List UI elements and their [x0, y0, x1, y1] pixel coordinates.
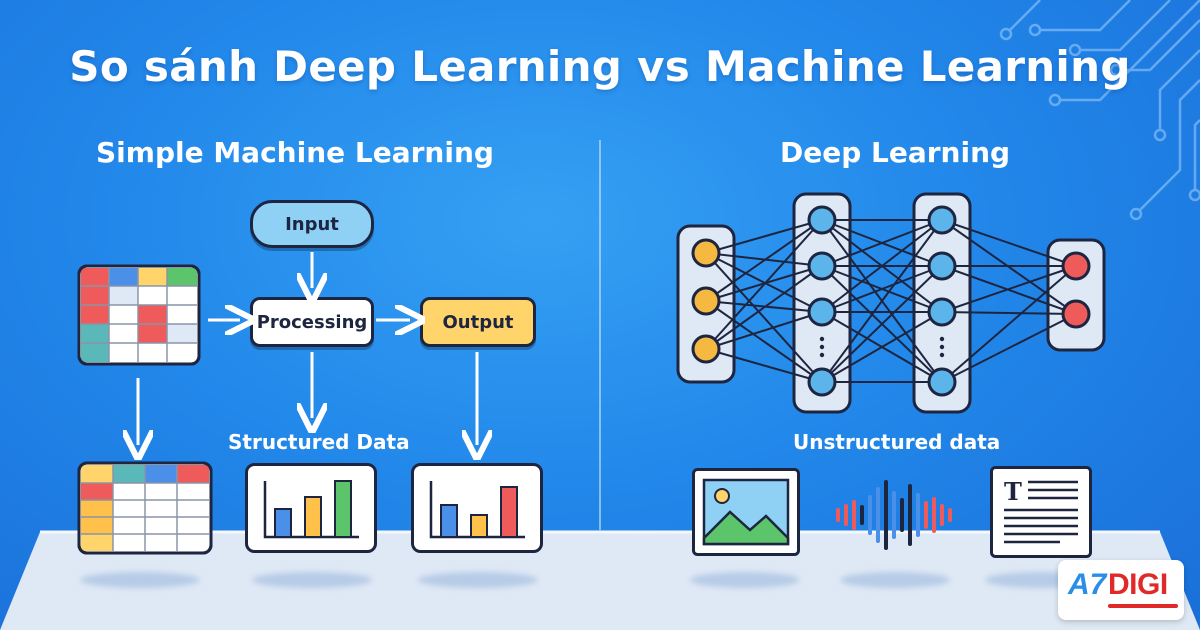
nn-connection — [821, 219, 943, 313]
shadow — [418, 572, 538, 588]
nn-connection — [705, 348, 823, 383]
wave-bar — [892, 491, 896, 539]
nn-node — [927, 205, 957, 235]
nn-connection — [705, 219, 823, 254]
wave-bar — [908, 484, 912, 546]
nn-connection — [705, 300, 823, 383]
nn-node — [691, 238, 721, 268]
section-divider — [599, 140, 601, 530]
nn-ellipsis-dot — [939, 352, 945, 358]
nn-connection — [821, 311, 943, 383]
nn-connection — [941, 265, 1077, 313]
nn-node — [691, 286, 721, 316]
structured-table-icon — [77, 461, 213, 555]
nn-node — [807, 205, 837, 235]
nn-connection — [705, 311, 823, 350]
wave-bar — [932, 497, 936, 533]
wave-bar — [916, 493, 920, 537]
text-document-icon: T — [990, 466, 1092, 558]
text-doc-glyph: T — [1004, 477, 1022, 506]
dl-heading: Deep Learning — [780, 136, 1011, 169]
nn-ellipsis-dot — [819, 336, 825, 342]
logo-mark: A7 — [1068, 568, 1107, 601]
nn-ellipsis-dot — [819, 344, 825, 350]
nn-connection — [705, 219, 823, 302]
bar-chart-icon — [245, 463, 377, 553]
page-title: So sánh Deep Learning vs Machine Learnin… — [69, 42, 1131, 91]
structured-data-caption: Structured Data — [228, 430, 410, 454]
logo-tagline — [1108, 604, 1178, 608]
wave-bar — [836, 508, 840, 522]
wave-bar — [868, 495, 872, 535]
nn-node — [927, 367, 957, 397]
processing-node: Processing — [250, 297, 374, 347]
shadow — [690, 572, 800, 588]
nn-connection — [941, 265, 1077, 383]
wave-bar — [884, 480, 888, 550]
wave-bar — [940, 504, 944, 526]
nn-node — [927, 251, 957, 281]
wave-bar — [844, 504, 848, 526]
audio-wave-icon — [836, 480, 952, 550]
output-node: Output — [420, 297, 536, 347]
nn-node — [807, 251, 837, 281]
wave-bar — [948, 508, 952, 522]
wave-bar — [924, 501, 928, 529]
image-icon — [692, 468, 800, 556]
nn-ellipsis-dot — [819, 352, 825, 358]
nn-node — [691, 334, 721, 364]
flow-arrows — [0, 273, 600, 630]
shadow — [840, 572, 950, 588]
nn-node — [807, 367, 837, 397]
nn-connection — [821, 265, 943, 313]
floor-surface — [0, 530, 1200, 630]
nn-node — [1061, 251, 1091, 281]
wave-bar — [876, 487, 880, 543]
ml-heading: Simple Machine Learning — [96, 136, 494, 169]
neural-network-diagram — [676, 192, 1106, 414]
nn-connection — [705, 252, 823, 383]
shadow — [80, 572, 200, 588]
azdigi-logo: A7 DIGI — [1058, 560, 1184, 620]
wave-bar — [852, 500, 856, 530]
circuit-decoration — [999, 0, 1200, 221]
bar-chart-icon — [411, 463, 543, 553]
nn-connection — [941, 311, 1077, 315]
nn-ellipsis-dot — [939, 336, 945, 342]
nn-connection — [821, 219, 943, 383]
wave-bar — [900, 498, 904, 532]
nn-ellipsis-dot — [939, 344, 945, 350]
nn-connection — [705, 265, 823, 350]
nn-connection — [821, 265, 943, 383]
nn-node — [927, 297, 957, 327]
nn-connection — [705, 219, 823, 350]
nn-node — [1061, 299, 1091, 329]
data-table-icon — [77, 264, 201, 366]
nn-connection — [941, 219, 1077, 267]
logo-wordmark: DIGI — [1108, 568, 1168, 601]
wave-bar — [860, 505, 864, 525]
unstructured-data-caption: Unstructured data — [793, 430, 1001, 454]
nn-connection — [941, 313, 1077, 383]
nn-connection — [821, 219, 943, 267]
shadow — [252, 572, 372, 588]
input-node: Input — [250, 200, 374, 248]
nn-node — [807, 297, 837, 327]
